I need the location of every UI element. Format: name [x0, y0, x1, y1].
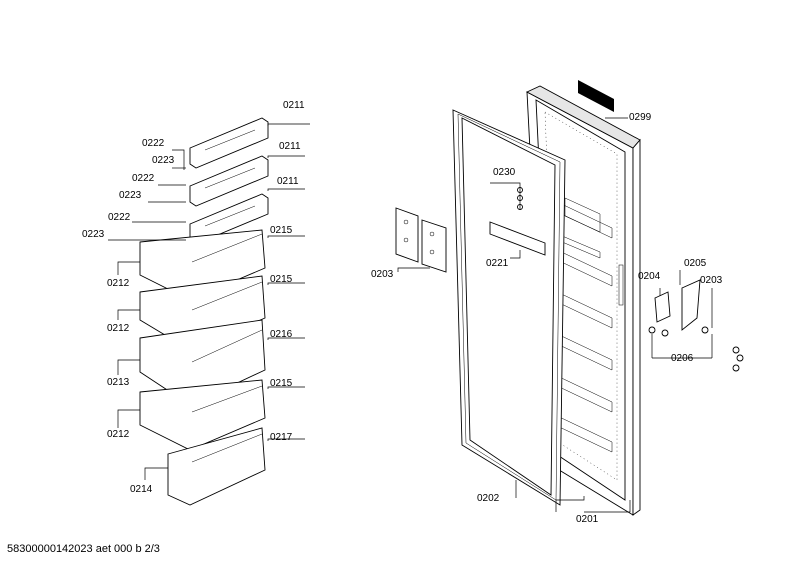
door-handle-0221	[489, 221, 546, 256]
callout-0230: 0230	[493, 167, 516, 178]
callout-0223-mid: 0223	[119, 190, 142, 201]
door-gasket-frame	[452, 109, 566, 506]
callout-0215-top: 0215	[270, 225, 293, 236]
callout-0202: 0202	[477, 493, 500, 504]
callout-0299: 0299	[629, 112, 652, 123]
callout-0216: 0216	[270, 329, 293, 340]
callout-0222-low: 0222	[108, 212, 131, 223]
callout-0211-mid: 0211	[279, 141, 301, 152]
callout-0206: 0206	[671, 353, 694, 364]
callout-0223-top: 0223	[152, 155, 175, 166]
callout-0212-low: 0212	[107, 429, 130, 440]
callout-0214: 0214	[130, 484, 153, 495]
callout-0212-top: 0212	[107, 278, 130, 289]
callout-0213: 0213	[107, 377, 130, 388]
callout-0215-mid: 0215	[270, 274, 293, 285]
callout-0201: 0201	[576, 514, 599, 525]
hinge-parts	[648, 279, 744, 372]
callout-0205: 0205	[684, 258, 707, 269]
callout-0203-right: 0203	[700, 275, 723, 286]
callout-0217: 0217	[270, 432, 293, 443]
callout-0221: 0221	[486, 258, 509, 269]
callout-0204: 0204	[638, 271, 661, 282]
leader-lines	[108, 117, 713, 513]
callout-0211-low: 0211	[277, 176, 299, 187]
callout-0222-mid: 0222	[132, 173, 155, 184]
callout-0203-left: 0203	[371, 269, 394, 280]
callout-0215-low: 0215	[270, 378, 293, 389]
label-plate-0299	[578, 80, 614, 112]
callout-0222-top: 0222	[142, 138, 165, 149]
cover-plates-0203	[395, 207, 447, 273]
callout-0223-low: 0223	[82, 229, 105, 240]
document-code: 58300000142023 aet 000 b 2/3	[7, 543, 160, 555]
callout-0212-mid: 0212	[107, 323, 130, 334]
drawers	[139, 229, 266, 506]
flaps-0211	[189, 117, 269, 245]
callout-0211-top: 0211	[283, 100, 305, 111]
